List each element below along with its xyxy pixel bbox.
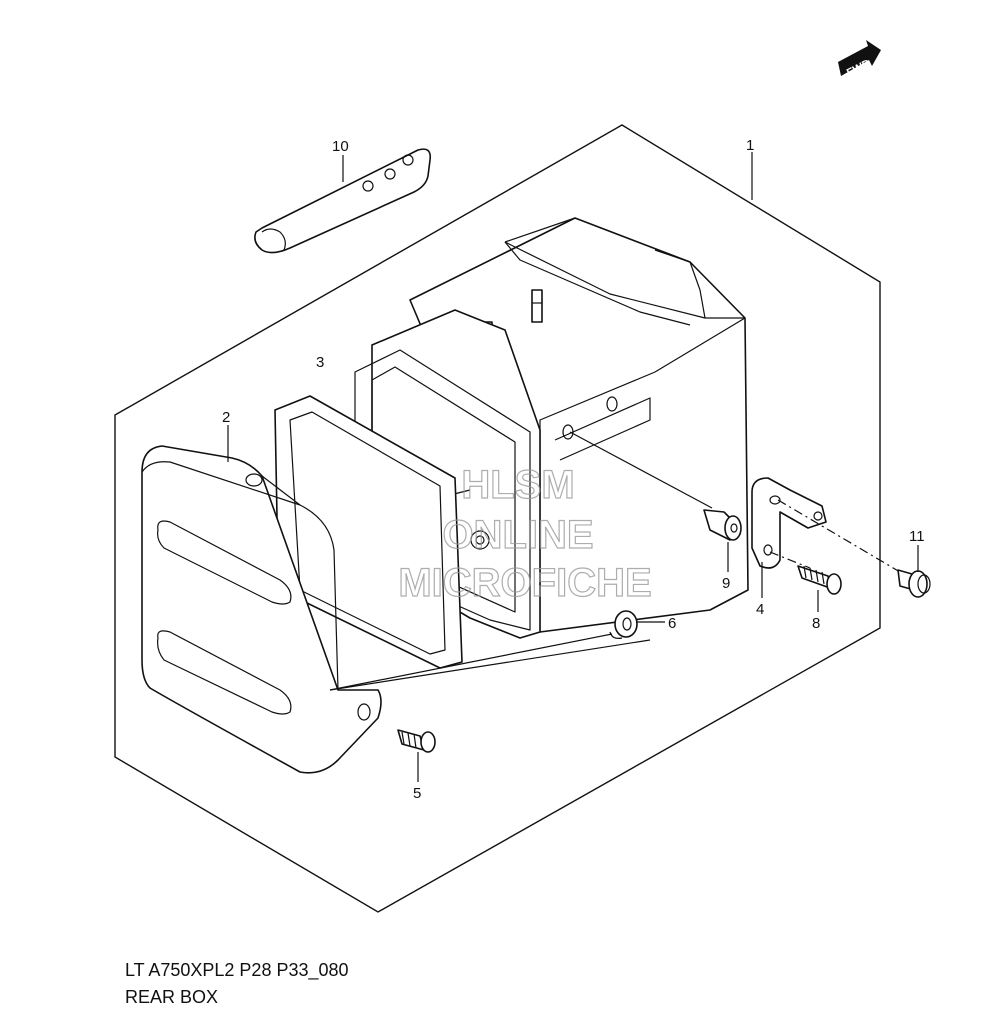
bolt-part-11 — [897, 569, 931, 598]
bolt-part-8 — [797, 565, 842, 595]
part-label-6: 6 — [668, 615, 676, 632]
part-label-2: 2 — [222, 409, 230, 426]
part-label-3: 3 — [316, 354, 324, 371]
watermark-line-2: ONLINE — [442, 513, 593, 557]
screw-part-5 — [397, 729, 436, 753]
bracket-part-4 — [751, 477, 827, 569]
watermark: HLSM ONLINE MICROFICHE — [398, 462, 653, 605]
grommet-part-6 — [609, 610, 638, 639]
lens-cover-part-2 — [141, 445, 382, 774]
diagram-code-caption: LT A750XPL2 P28 P33_080 — [125, 960, 349, 980]
nut-part-9 — [703, 509, 742, 541]
strap-part-10 — [254, 148, 432, 254]
diagram-name-caption: REAR BOX — [125, 987, 219, 1007]
part-label-8: 8 — [812, 615, 820, 632]
part-label-9: 9 — [722, 575, 730, 592]
part-label-11: 11 — [909, 528, 925, 545]
part-label-4: 4 — [756, 601, 764, 618]
part-label-5: 5 — [413, 785, 421, 802]
part-label-10: 10 — [332, 138, 349, 155]
assembly-frame — [114, 124, 881, 913]
watermark-line-1: HLSM — [461, 463, 574, 507]
watermark-line-3: MICROFICHE — [398, 561, 651, 605]
fwd-arrow-icon: FWD — [838, 40, 881, 79]
part-label-1: 1 — [746, 137, 754, 154]
